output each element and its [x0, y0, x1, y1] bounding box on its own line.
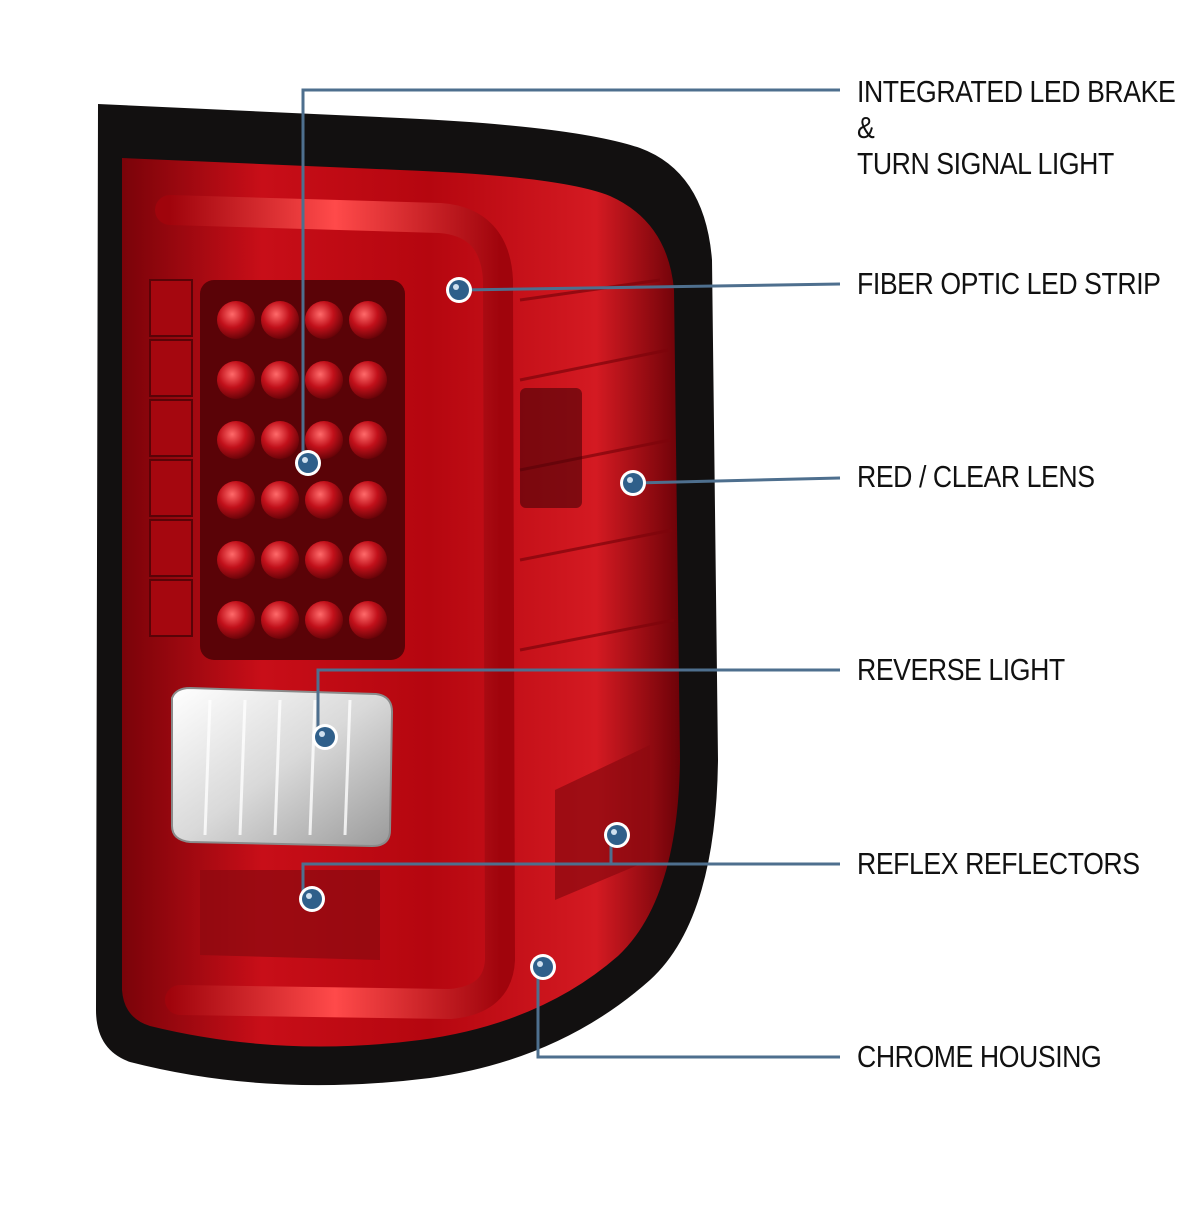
- led-bulb: [261, 421, 299, 459]
- callout-marker-highlight-reflex-2: [611, 829, 617, 835]
- leader-line-lens: [632, 476, 841, 485]
- label-housing: CHROME HOUSING: [857, 1039, 1102, 1074]
- led-bulb: [349, 361, 387, 399]
- leader-line-fiber-optic: [458, 282, 841, 292]
- led-bulb: [305, 421, 343, 459]
- callout-marker-integrated-led: [298, 453, 318, 473]
- reflex-reflector-right-shape: [555, 745, 650, 900]
- led-bulb: [261, 601, 299, 639]
- label-lens: RED / CLEAR LENS: [857, 459, 1095, 494]
- led-bulb: [305, 301, 343, 339]
- led-bulb: [349, 301, 387, 339]
- callout-marker-highlight-reverse: [319, 731, 325, 737]
- led-bulb: [349, 601, 387, 639]
- led-bulb: [349, 421, 387, 459]
- callout-markers: [295, 277, 646, 980]
- callout-marker-highlight-fiber-optic: [453, 284, 459, 290]
- callout-marker-reverse: [315, 727, 335, 747]
- led-bulb: [349, 481, 387, 519]
- reverse-light-ribs: [203, 699, 352, 836]
- led-bulb: [261, 481, 299, 519]
- led-bulb: [305, 541, 343, 579]
- led-bulb: [261, 361, 299, 399]
- led-grid: [217, 301, 387, 639]
- callout-marker-reflex-2: [607, 825, 627, 845]
- label-reflex: REFLEX REFLECTORS: [857, 846, 1140, 881]
- label-fiber-optic: FIBER OPTIC LED STRIP: [857, 266, 1161, 301]
- led-bulb: [349, 541, 387, 579]
- callout-marker-highlight-integrated-led: [302, 457, 308, 463]
- label-reverse: REVERSE LIGHT: [857, 652, 1065, 687]
- reflex-reflector-left-shape: [200, 870, 380, 960]
- fiber-optic-strip-shape: [155, 195, 516, 1020]
- callout-marker-highlight-housing: [537, 961, 543, 967]
- led-bulb: [261, 541, 299, 579]
- led-bulb: [305, 361, 343, 399]
- led-bulb: [261, 301, 299, 339]
- label-integrated-led: INTEGRATED LED BRAKE & TURN SIGNAL LIGHT: [857, 74, 1176, 181]
- led-bulb: [217, 601, 255, 639]
- led-bulb: [217, 541, 255, 579]
- callout-marker-lens: [623, 473, 643, 493]
- led-bulb: [217, 301, 255, 339]
- led-bulb: [305, 601, 343, 639]
- reverse-light-shape: [171, 686, 394, 848]
- callout-marker-highlight-reflex: [306, 893, 312, 899]
- callout-marker-highlight-lens: [627, 477, 633, 483]
- led-bulb: [305, 481, 343, 519]
- callout-marker-housing: [533, 957, 553, 977]
- led-bulb: [217, 421, 255, 459]
- lens-window: [520, 388, 582, 508]
- led-bulb: [217, 361, 255, 399]
- led-bulb: [217, 481, 255, 519]
- left-facets: [149, 279, 193, 637]
- callout-marker-fiber-optic: [449, 280, 469, 300]
- callout-marker-reflex: [302, 889, 322, 909]
